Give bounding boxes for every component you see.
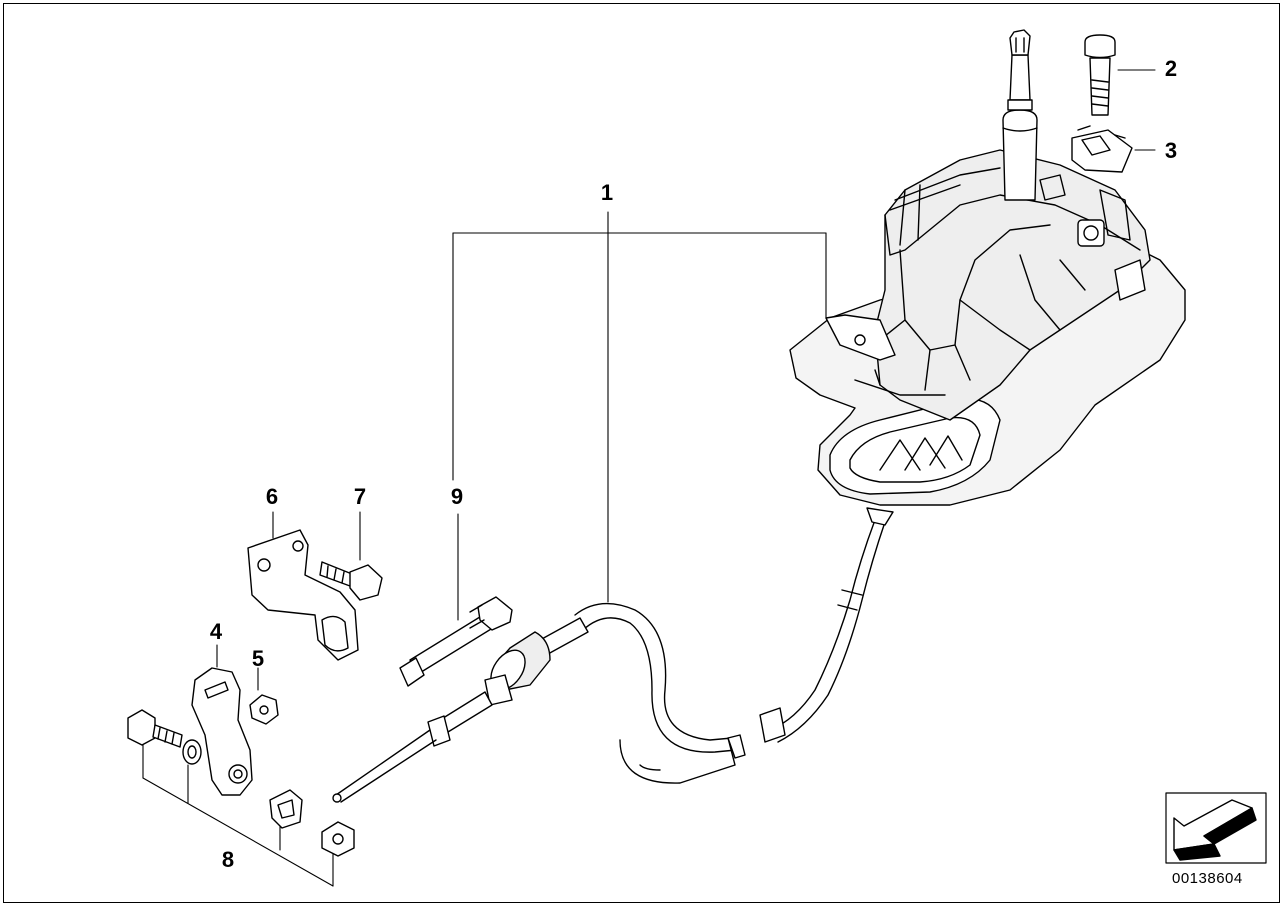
callout-6: 6 xyxy=(265,484,279,509)
diagram-number: 00138604 xyxy=(1172,870,1243,887)
part-6-bracket xyxy=(247,529,359,661)
callout-2: 2 xyxy=(1164,56,1178,81)
callout-5: 5 xyxy=(251,646,265,671)
leader-lines xyxy=(142,69,1156,887)
callout-4: 4 xyxy=(209,619,223,644)
part-4-lever xyxy=(191,667,253,796)
part-5-nut xyxy=(249,694,279,725)
part-9-pin xyxy=(399,596,513,687)
diagram-frame xyxy=(3,3,1280,903)
arrow-down-left-icon xyxy=(1165,792,1267,864)
gear-shifter-assembly xyxy=(759,29,1186,743)
shift-cable xyxy=(332,602,746,803)
part-7-bolt xyxy=(319,561,383,601)
callout-9: 9 xyxy=(450,484,464,509)
callout-1: 1 xyxy=(600,180,614,205)
part-3-clip xyxy=(1071,125,1133,173)
part-2-bolt xyxy=(1084,34,1116,116)
callout-7: 7 xyxy=(353,484,367,509)
callout-8: 8 xyxy=(221,847,235,872)
callout-3: 3 xyxy=(1164,138,1178,163)
part-8-fasteners xyxy=(127,709,355,857)
